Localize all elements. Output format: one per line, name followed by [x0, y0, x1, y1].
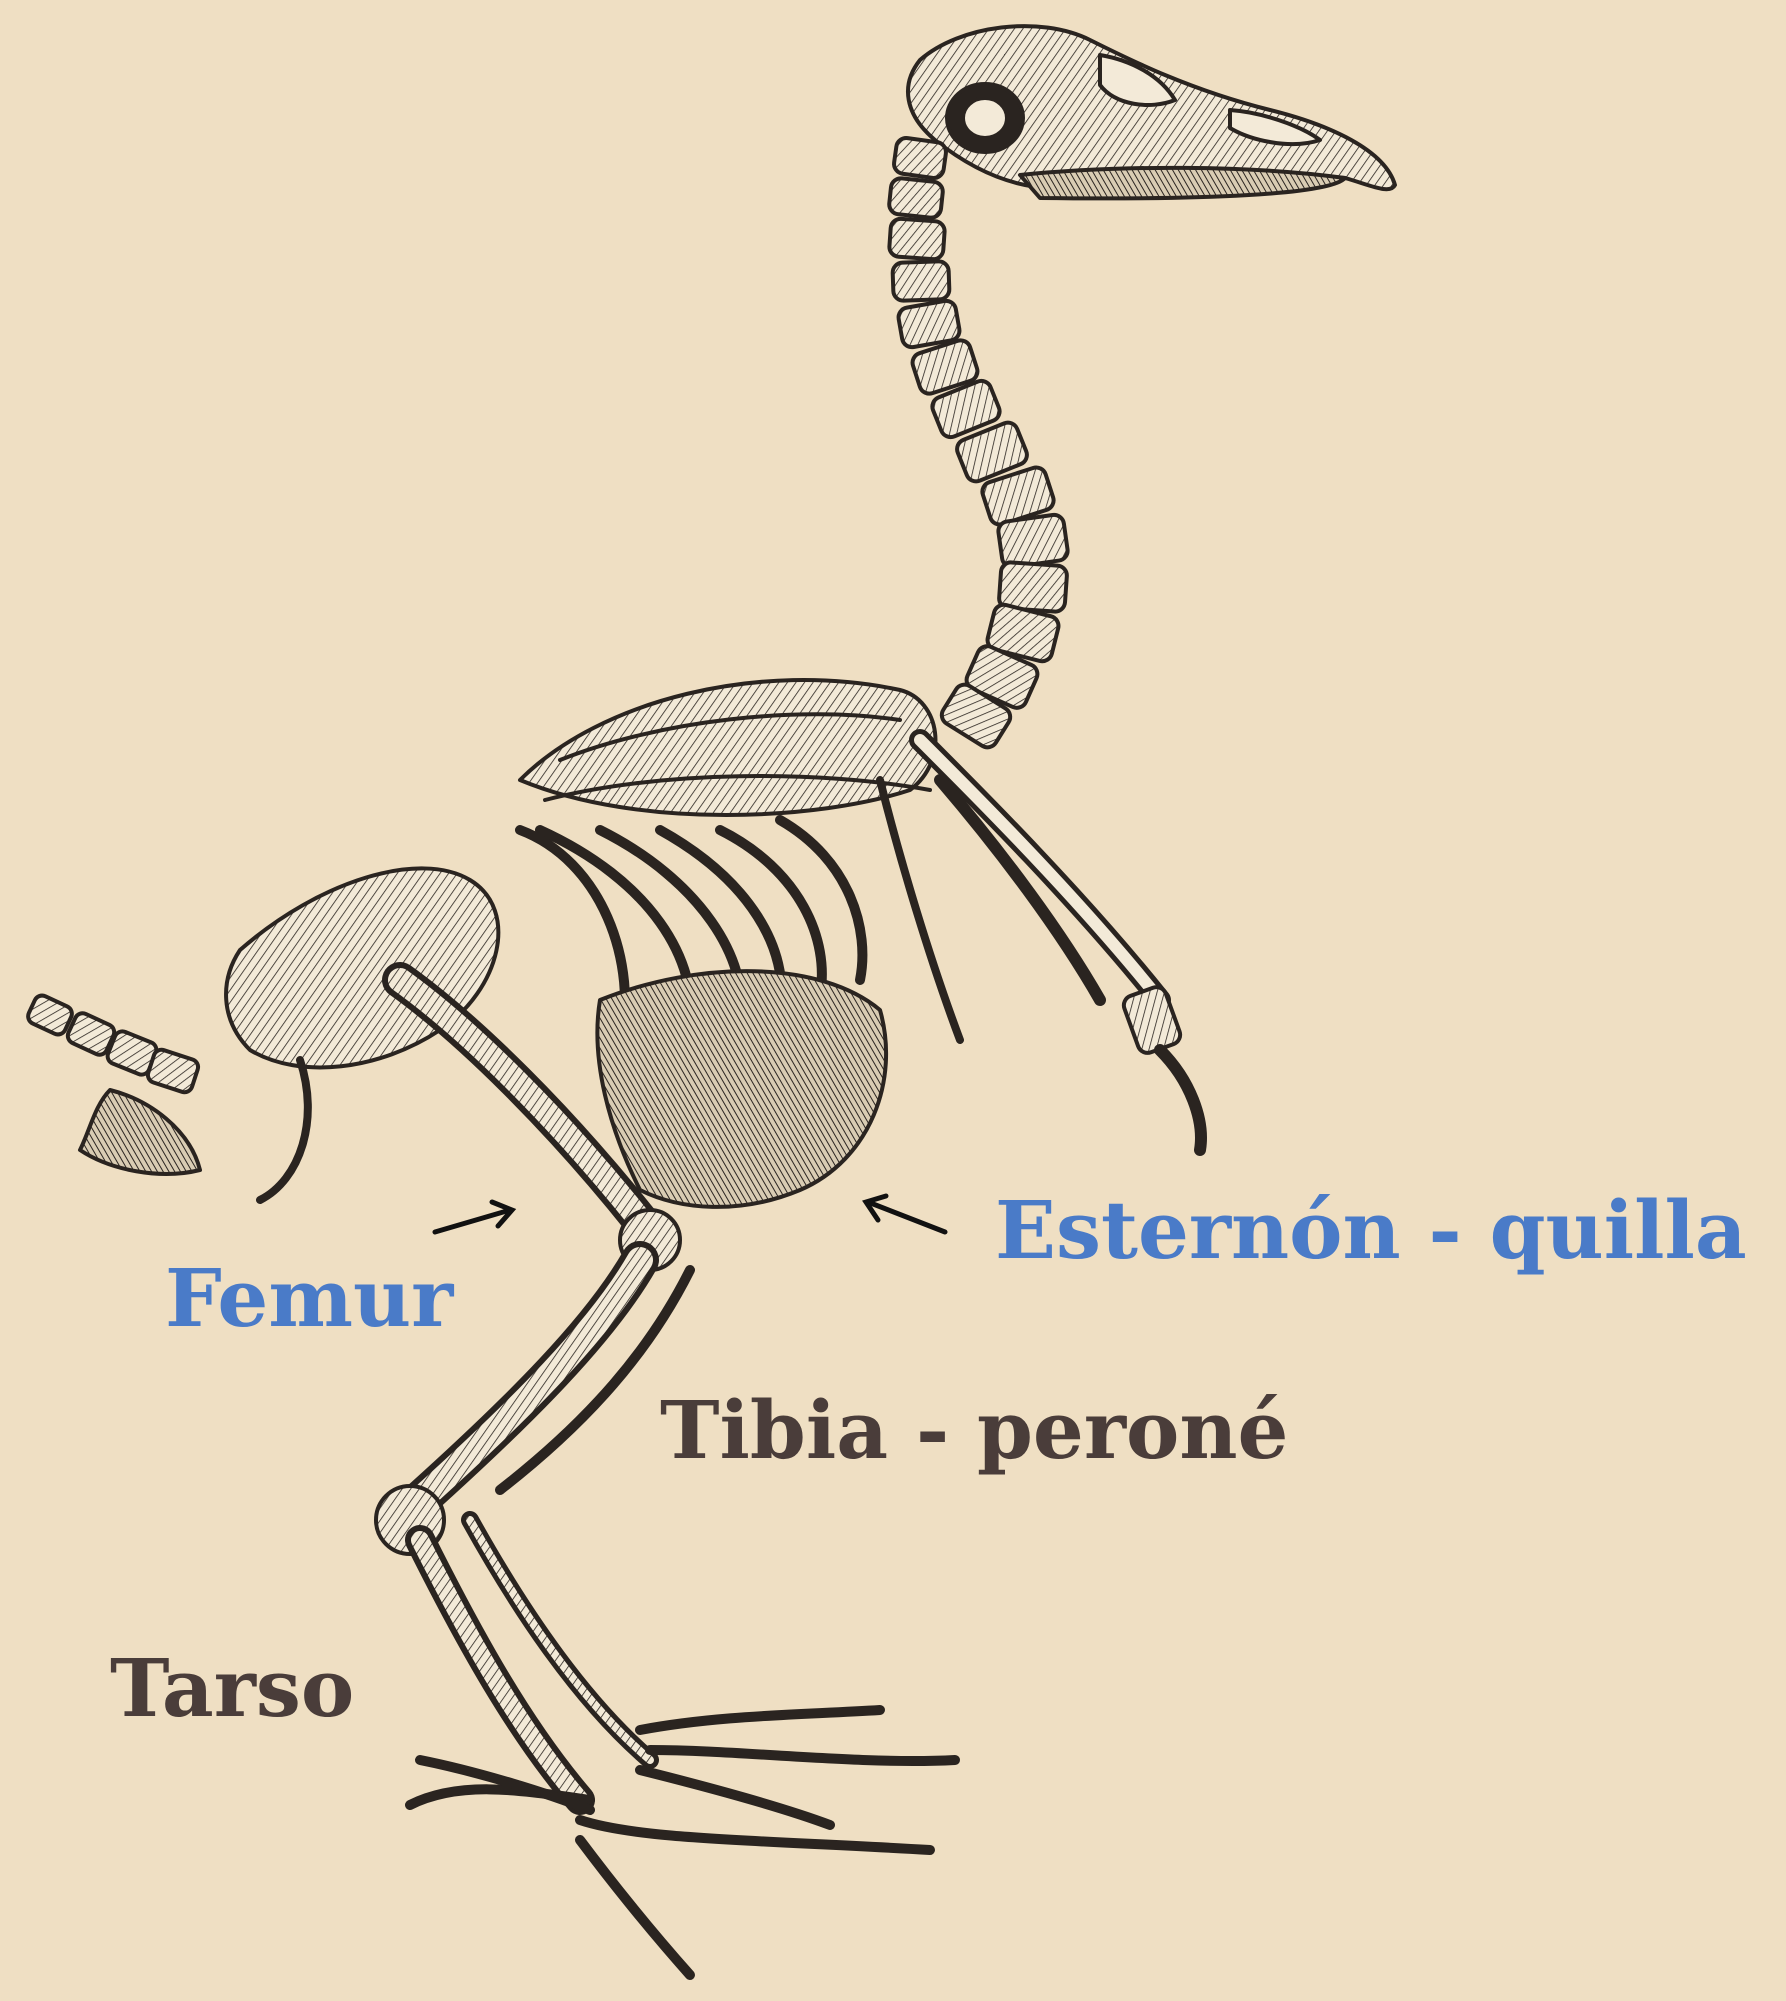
sternum-keel	[597, 971, 886, 1207]
label-femur: Femur	[165, 1258, 453, 1338]
skull	[908, 26, 1395, 198]
label-tarsus: Tarso	[110, 1648, 354, 1728]
femur-arrow	[435, 1202, 512, 1232]
label-tibia-fibula: Tibia - peroné	[660, 1390, 1288, 1470]
foot-toes	[410, 1710, 955, 1975]
tarsus-bone	[420, 1520, 650, 1800]
tail-vertebrae	[26, 993, 201, 1174]
sternum-arrow	[866, 1196, 945, 1232]
neck-vertebrae	[888, 137, 1069, 751]
wing-bones	[880, 740, 1201, 1150]
label-sternum-keel: Esternón - quilla	[995, 1190, 1747, 1270]
